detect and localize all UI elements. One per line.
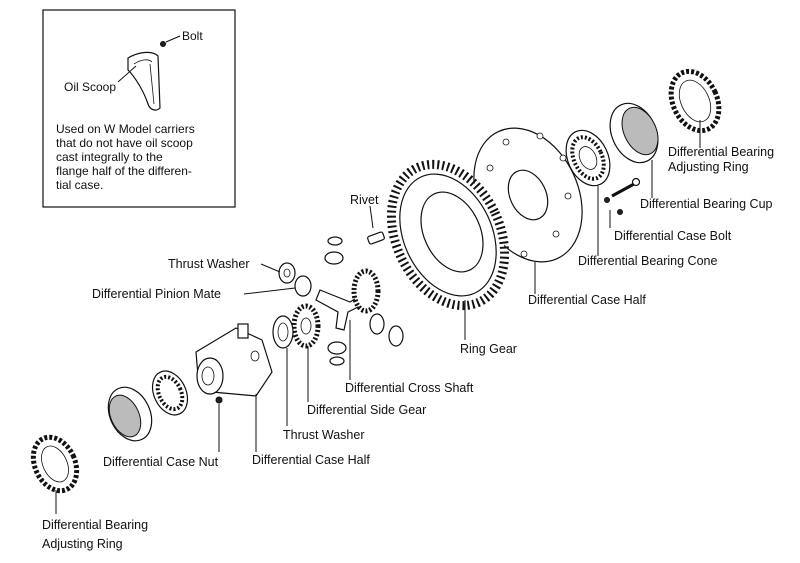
label-bearing-adjusting-ring-top-1: Differential Bearing <box>668 145 774 159</box>
label-bearing-cone: Differential Bearing Cone <box>578 254 717 268</box>
label-thrust-washer-bottom: Thrust Washer <box>283 428 365 442</box>
label-bearing-adjusting-ring-top-2: Adjusting Ring <box>668 160 749 174</box>
label-case-bolt: Differential Case Bolt <box>614 229 732 243</box>
oil-scoop-icon <box>127 51 161 111</box>
label-thrust-washer-top: Thrust Washer <box>168 257 250 271</box>
rivet-icon <box>367 231 385 245</box>
label-case-nut: Differential Case Nut <box>103 455 219 469</box>
label-ring-gear: Ring Gear <box>460 342 517 356</box>
ring-gear-icon <box>386 159 510 311</box>
cross-shaft-icon <box>315 289 365 331</box>
thrust-washer-icon <box>278 262 404 347</box>
label-side-gear: Differential Side Gear <box>307 403 426 417</box>
bearing-adjusting-ring-bottom-icon <box>30 434 80 494</box>
inset-bolt-label: Bolt <box>182 29 203 43</box>
bearing-cup-left-icon <box>107 386 153 442</box>
thrust-washer-bottom-icon <box>272 315 294 349</box>
inset-oil-scoop-label: Oil Scoop <box>64 80 116 94</box>
bearing-cone-icon <box>565 129 611 187</box>
bearing-cup-icon <box>609 102 659 164</box>
case-bolt-icon <box>604 177 641 215</box>
label-bearing-adjusting-ring-bottom-2: Adjusting Ring <box>42 537 123 551</box>
pinion-mate-icon <box>294 236 385 366</box>
label-case-half-right: Differential Case Half <box>528 293 646 307</box>
bearing-cone-left-icon <box>151 370 189 416</box>
inset-box: Bolt Oil Scoop Used on W Model carriers … <box>42 9 236 208</box>
inset-note-line-2: that do not have oil scoop <box>56 136 193 150</box>
inset-note-line-4: flange half of the differen- <box>56 164 192 178</box>
label-rivet: Rivet <box>350 193 379 207</box>
label-case-half-left: Differential Case Half <box>252 453 370 467</box>
label-pinion-mate: Differential Pinion Mate <box>92 287 221 301</box>
bolt-small-icon <box>160 41 166 47</box>
inset-note-line-3: cast integrally to the <box>56 150 163 164</box>
case-half-left-icon <box>195 323 273 397</box>
side-gear-right-icon <box>351 268 381 314</box>
leader-lines <box>55 120 701 514</box>
label-bearing-cup: Differential Bearing Cup <box>640 197 773 211</box>
inset-note-line-5: tial case. <box>56 178 103 192</box>
label-cross-shaft: Differential Cross Shaft <box>345 381 474 395</box>
label-bearing-adjusting-ring-bottom-1: Differential Bearing <box>42 518 148 532</box>
inset-note-line-1: Used on W Model carriers <box>56 122 195 136</box>
side-gear-left-icon <box>291 303 321 349</box>
bearing-adjusting-ring-top-icon <box>668 68 722 134</box>
case-nut-icon <box>215 396 223 404</box>
